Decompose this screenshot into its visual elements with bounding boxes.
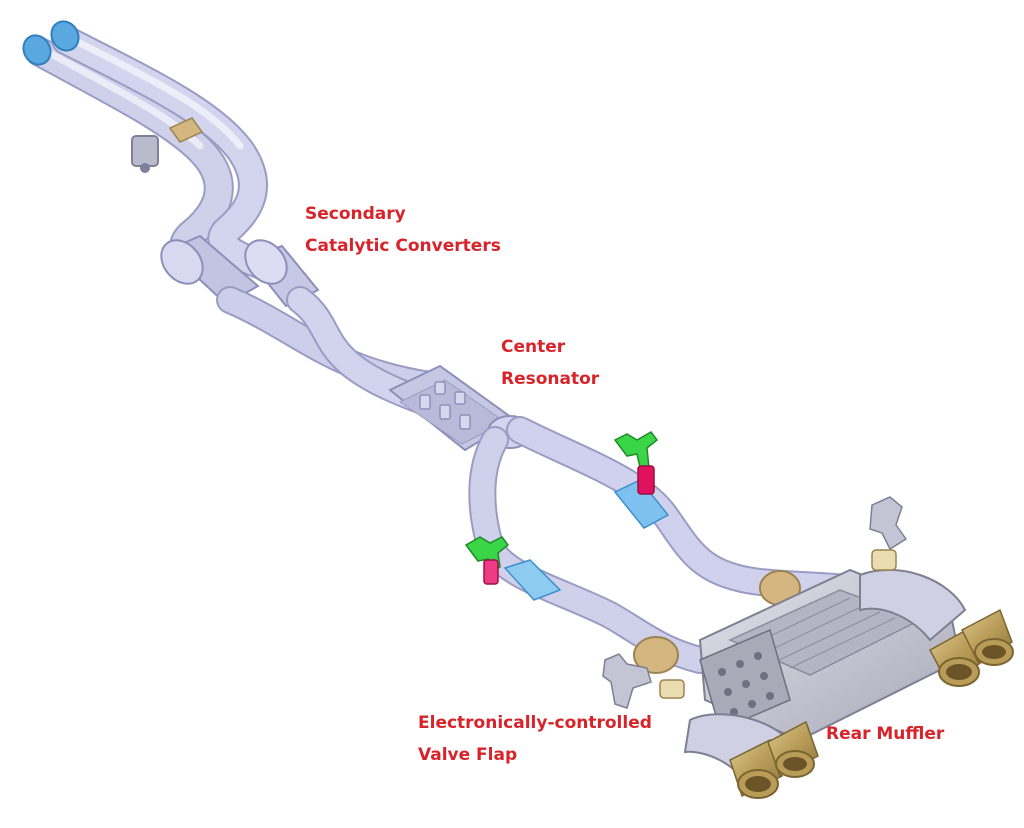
valve-sleeve-lower [503, 559, 562, 601]
valve-flap-actuator-upper [613, 431, 659, 495]
front-hanger-bracket [131, 135, 159, 173]
exhaust-tip-left-2 [767, 720, 819, 778]
label-center-resonator: Center Resonator [501, 331, 599, 395]
rear-muffler [683, 568, 967, 792]
catalytic-converter-left [160, 234, 260, 306]
rear-hanger-right [869, 496, 908, 571]
label-valve-line-2: Valve Flap [418, 745, 518, 765]
inlet-flange-right [50, 20, 80, 52]
front-clamp [168, 117, 204, 143]
label-rear-muffler-text: Rear Muffler [826, 724, 945, 744]
label-rear-muffler: Rear Muffler [826, 718, 944, 750]
inlet-flange-left [22, 34, 52, 66]
label-secondary-catalytic-converters: Secondary Catalytic Converters [305, 198, 501, 262]
pipe-branch-upper [506, 416, 874, 604]
label-center-line-2: Resonator [501, 369, 600, 389]
x-pipe-section [216, 286, 444, 414]
label-secondary-line-1: Secondary [305, 204, 406, 224]
front-pipe-right [51, 25, 280, 281]
exhaust-tip-right-2 [961, 608, 1014, 666]
rear-hanger-left [602, 653, 685, 709]
valve-flap-actuator-lower [464, 536, 510, 585]
exhaust-tip-left-1 [729, 738, 783, 799]
valve-sleeve-upper [613, 479, 670, 529]
label-valve-line-1: Electronically-controlled [418, 713, 652, 733]
label-valve-flap: Electronically-controlled Valve Flap [418, 707, 652, 771]
label-center-line-1: Center [501, 337, 566, 357]
coupling-lower [633, 636, 679, 674]
label-secondary-line-2: Catalytic Converters [305, 236, 501, 256]
